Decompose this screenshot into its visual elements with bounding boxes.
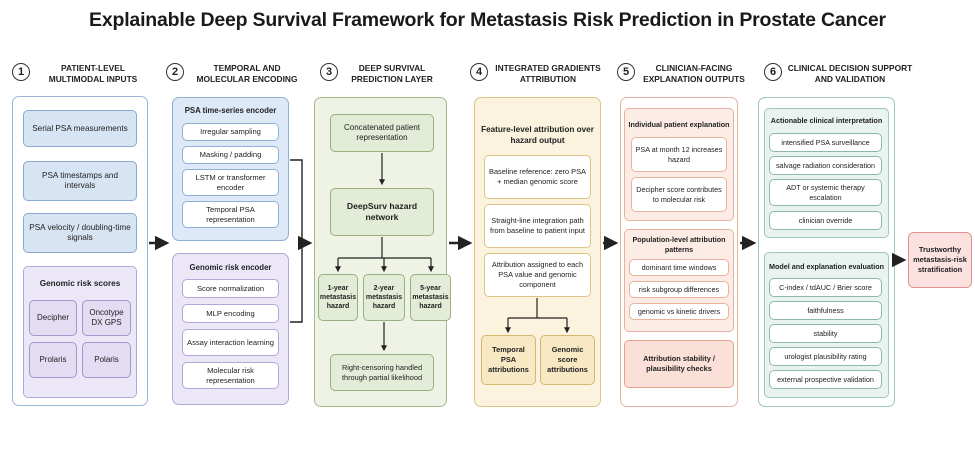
psa-encoder-item: Irregular sampling <box>182 123 279 141</box>
pattern-item: dominant time windows <box>629 259 729 276</box>
concat-representation-box: Concatenated patient representation <box>330 114 434 152</box>
action-item: salvage radiation consideration <box>769 156 882 175</box>
population-patterns-title: Population-level attribution patterns <box>632 235 726 254</box>
decipher-box: Decipher <box>29 300 77 336</box>
integration-path-box: Straight-line integration path from base… <box>484 204 591 248</box>
step-number: 2 <box>166 63 184 81</box>
individual-explanation-title: Individual patient explanation <box>628 120 730 129</box>
temporal-psa-attributions-box: Temporal PSA attributions <box>481 335 536 385</box>
explanation-item: Decipher score contributes to molecular … <box>631 177 727 212</box>
psa-encoder-item: LSTM or transformer encoder <box>182 169 279 196</box>
serial-psa-box: Serial PSA measurements <box>23 110 137 147</box>
step-number: 6 <box>764 63 782 81</box>
psa-encoder-item: Temporal PSA representation <box>182 201 279 228</box>
prolaris-box: Prolaris <box>29 342 77 378</box>
oncotype-box: Oncotype DX GPS <box>82 300 131 336</box>
psa-encoder-title: PSA time-series encoder <box>184 106 277 115</box>
genomic-encoder-title: Genomic risk encoder <box>189 263 272 272</box>
step-number: 1 <box>12 63 30 81</box>
step-number: 5 <box>617 63 635 81</box>
encoder-merge-bracket <box>290 159 303 323</box>
genomic-encoder-item: MLP encoding <box>182 304 279 323</box>
baseline-box: Baseline reference: zero PSA + median ge… <box>484 155 591 199</box>
genomic-score-attributions-box: Genomic score attributions <box>540 335 595 385</box>
evaluation-item: C-index / tdAUC / Brier score <box>769 278 882 297</box>
action-item: clinician override <box>769 211 882 230</box>
evaluation-title: Model and explanation evaluation <box>768 262 885 271</box>
pattern-item: risk subgroup differences <box>629 281 729 298</box>
stability-checks-box: Attribution stability / plausibility che… <box>624 340 734 388</box>
hazard-1yr-box: 1-year metastasis hazard <box>318 274 358 321</box>
evaluation-item: stability <box>769 324 882 343</box>
evaluation-item: faithfulness <box>769 301 882 320</box>
genomic-scores-title: Genomic risk scores <box>39 279 121 288</box>
evaluation-item: external prospective validation <box>769 370 882 389</box>
censoring-box: Right-censoring handled through partial … <box>330 354 434 391</box>
final-output-box: Trustworthy metastasis-risk stratificati… <box>908 232 972 288</box>
hazard-2yr-box: 2-year metastasis hazard <box>363 274 405 321</box>
page-title: Explainable Deep Survival Framework for … <box>89 9 886 31</box>
genomic-encoder-item: Molecular risk representation <box>182 362 279 389</box>
attribution-assigned-box: Attribution assigned to each PSA value a… <box>484 253 591 297</box>
action-item: ADT or systemic therapy escalation <box>769 179 882 206</box>
actionable-title: Actionable clinical interpretation <box>770 116 883 125</box>
explanation-item: PSA at month 12 increases hazard <box>631 137 727 172</box>
step-number: 3 <box>320 63 338 81</box>
attribution-title: Feature-level attribution over hazard ou… <box>481 125 594 145</box>
step-number: 4 <box>470 63 488 81</box>
action-item: intensified PSA surveillance <box>769 133 882 152</box>
pattern-item: genomic vs kinetic drivers <box>629 303 729 320</box>
psa-timestamps-box: PSA timestamps and intervals <box>23 161 137 201</box>
hazard-5yr-box: 5-year metastasis hazard <box>410 274 451 321</box>
genomic-encoder-item: Score normalization <box>182 279 279 298</box>
evaluation-item: urologist plausibility rating <box>769 347 882 366</box>
polaris-box: Polaris <box>82 342 131 378</box>
genomic-encoder-item: Assay interaction learning <box>182 329 279 356</box>
psa-encoder-item: Masking / padding <box>182 146 279 164</box>
deepsurv-box: DeepSurv hazard network <box>330 188 434 236</box>
psa-velocity-box: PSA velocity / doubling-time signals <box>23 213 137 253</box>
